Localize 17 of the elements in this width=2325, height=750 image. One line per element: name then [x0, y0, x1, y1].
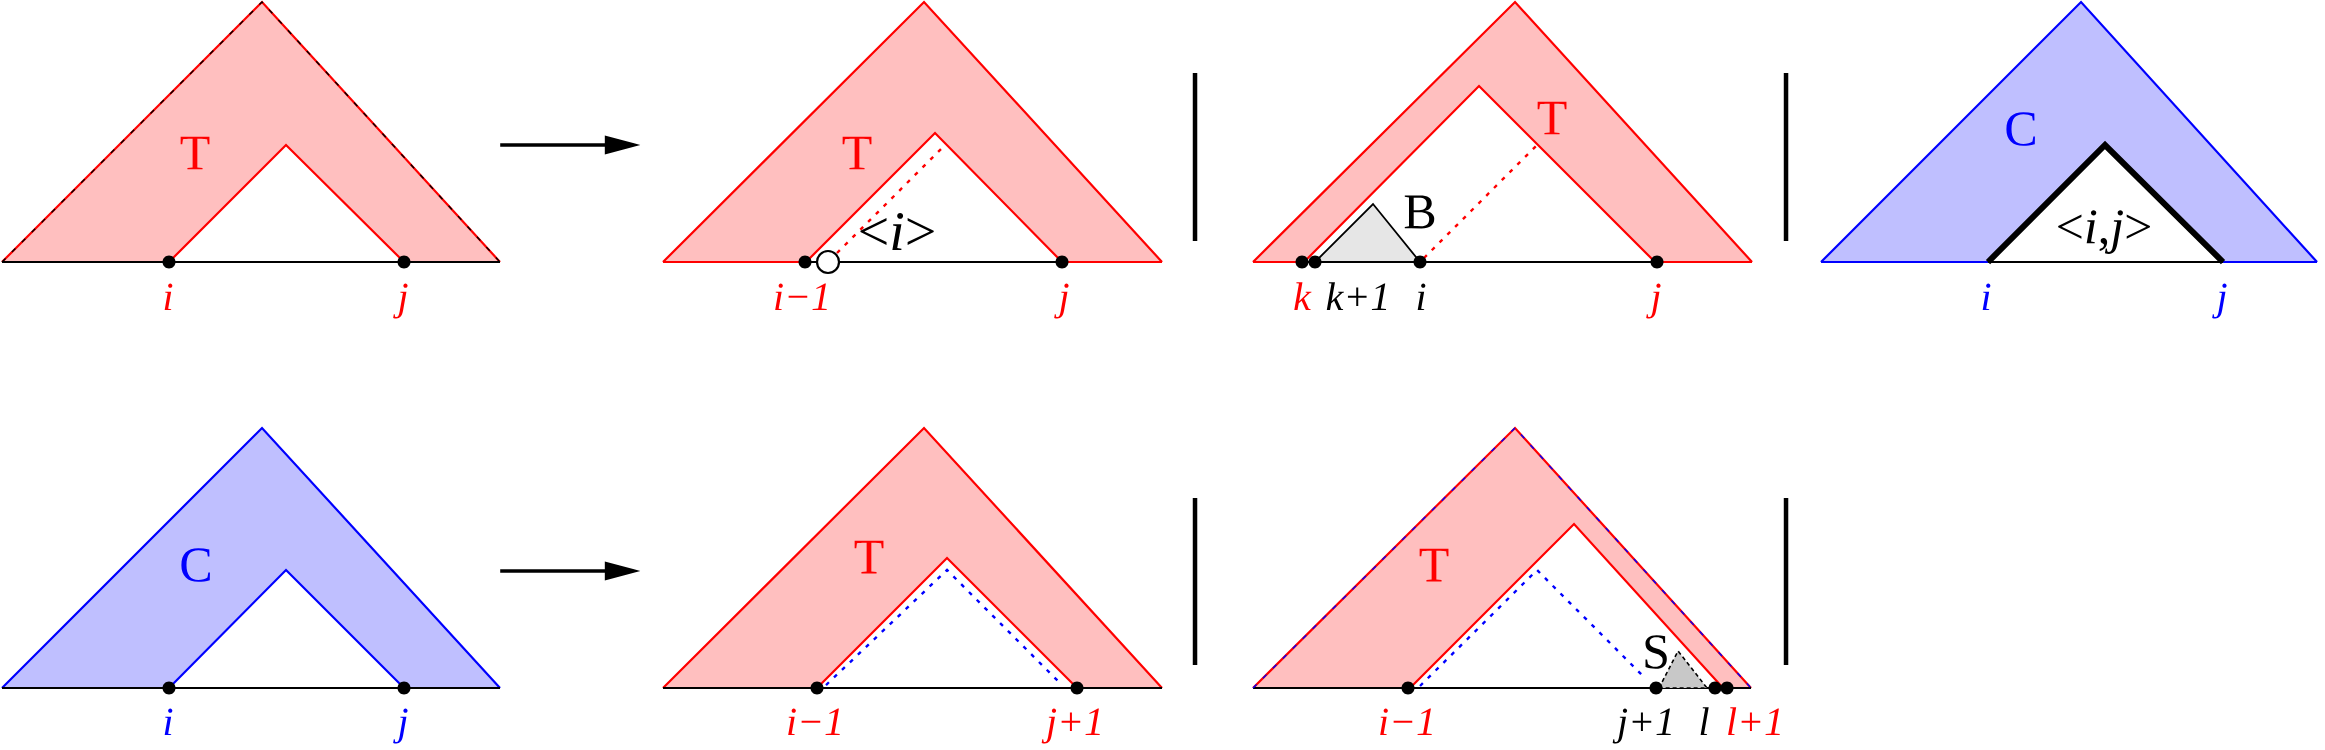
point-label: l+1	[1728, 707, 1780, 735]
shaded-triangle: T	[662, 426, 1163, 690]
point-label: i	[164, 283, 173, 310]
shaded-triangle: C	[1, 426, 501, 690]
point-label: l	[1700, 707, 1709, 735]
point-label: i−1	[775, 283, 827, 310]
point-label: i−1	[1380, 708, 1432, 735]
point-label: i	[1982, 283, 1991, 310]
point-label: j+1	[1612, 708, 1671, 744]
point-label: j	[1054, 283, 1069, 319]
math-label: <i>	[860, 212, 934, 250]
point-label: i	[1417, 283, 1426, 310]
point-label: k	[1294, 282, 1312, 310]
node-label: S	[1645, 635, 1667, 669]
point-label: j	[393, 283, 408, 319]
point-label: j	[1646, 283, 1661, 319]
shaded-triangle: T	[1, 0, 501, 264]
